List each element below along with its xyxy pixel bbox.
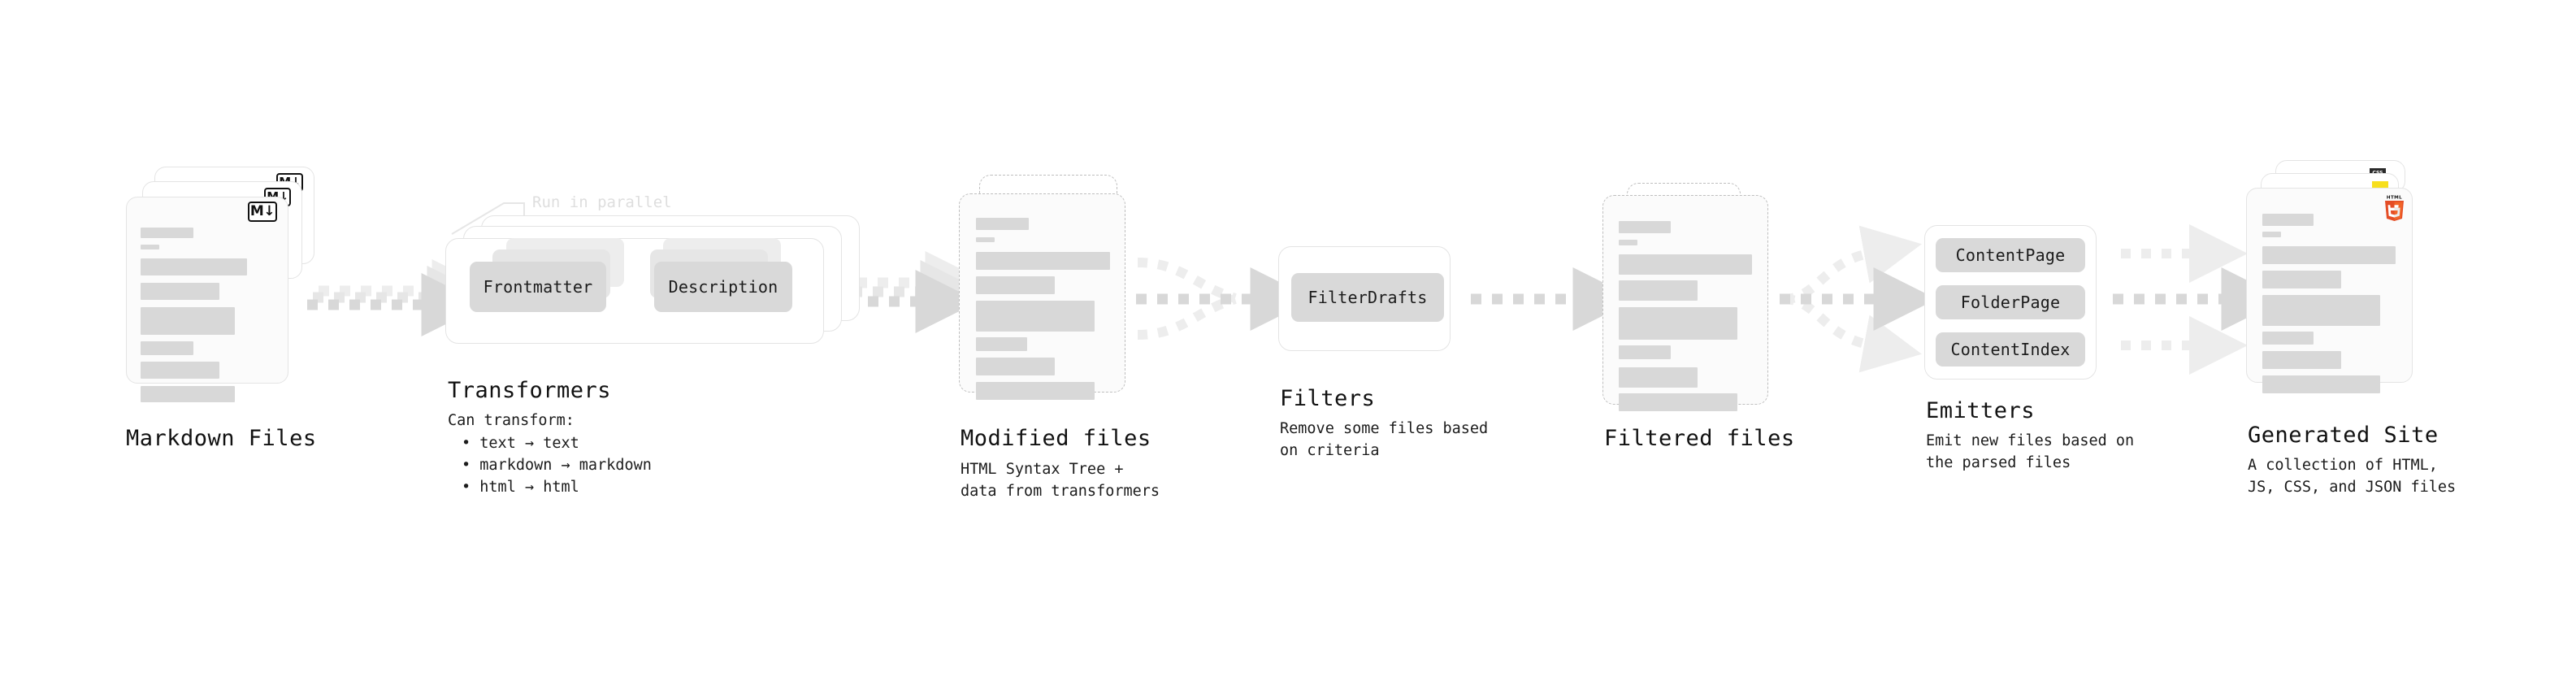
chip-filterdrafts[interactable]: FilterDrafts [1291, 273, 1444, 322]
subtitle-emitters: Emit new files based on the parsed files [1926, 432, 2135, 471]
subtitle-filters: Remove some files based on criteria [1280, 420, 1489, 459]
skeleton-line [976, 337, 1027, 351]
html5-badge: HTML [2385, 196, 2404, 221]
chip-contentindex[interactable]: ContentIndex [1936, 332, 2085, 367]
skeleton-line [141, 245, 159, 249]
chip-description[interactable]: Description [654, 262, 792, 312]
skeleton-line [1619, 393, 1737, 411]
skeleton-line [141, 362, 219, 379]
skeleton-line [976, 358, 1055, 375]
skeleton-line [976, 301, 1095, 332]
connector-emitters-to-site [2113, 224, 2285, 375]
skeleton-line [976, 237, 995, 242]
run-in-parallel-label: Run in parallel [532, 193, 672, 211]
subtitle-transformers: Can transform: [448, 412, 575, 429]
skeleton-line [1619, 221, 1671, 233]
subtitle-modified-files: HTML Syntax Tree + data from transformer… [961, 461, 1160, 500]
title-modified-files: Modified files [961, 426, 1151, 451]
connector-filtered-to-emitters [1780, 225, 1937, 373]
subtitle-generated-site: A collection of HTML, JS, CSS, and JSON … [2248, 457, 2457, 496]
skeleton-line [1619, 280, 1698, 301]
skeleton-line [1619, 240, 1637, 245]
skeleton-line [1619, 367, 1698, 388]
skeleton-line [2262, 332, 2314, 345]
transformers-bullet-2: • markdown → markdown [462, 457, 652, 474]
title-transformers: Transformers [448, 378, 612, 403]
skeleton-line [976, 276, 1055, 294]
chip-contentpage[interactable]: ContentPage [1936, 238, 2085, 272]
chip-folderpage[interactable]: FolderPage [1936, 285, 2085, 319]
skeleton-line [976, 382, 1095, 400]
transformers-bullet-1: • text → text [462, 435, 579, 452]
skeleton-line [141, 228, 193, 238]
title-generated-site: Generated Site [2248, 423, 2439, 448]
skeleton-line [2262, 351, 2341, 369]
skeleton-line [1619, 307, 1737, 340]
skeleton-line [1619, 254, 1752, 275]
connector-markdown-to-transformers [307, 259, 496, 336]
title-filtered-files: Filtered files [1604, 426, 1795, 451]
skeleton-line [2262, 214, 2314, 226]
skeleton-line [2262, 246, 2396, 264]
javascript-badge [2372, 181, 2388, 190]
title-emitters: Emitters [1926, 398, 2036, 423]
skeleton-line [1619, 345, 1671, 359]
skeleton-line [976, 252, 1110, 270]
skeleton-line [976, 218, 1029, 230]
title-markdown-files: Markdown Files [126, 426, 317, 451]
connector-modified-to-filters [1136, 258, 1314, 340]
skeleton-line [141, 341, 193, 355]
markdown-badge: M↓ [248, 202, 277, 222]
chip-frontmatter[interactable]: Frontmatter [470, 262, 606, 312]
svg-text:HTML: HTML [2387, 196, 2402, 201]
skeleton-line [141, 307, 235, 335]
skeleton-line [2262, 375, 2380, 393]
skeleton-line [141, 386, 235, 402]
title-filters: Filters [1280, 386, 1376, 411]
skeleton-line [2262, 271, 2341, 288]
skeleton-line [141, 258, 247, 275]
transformers-bullet-3: • html → html [462, 479, 579, 496]
skeleton-line [2262, 295, 2380, 326]
skeleton-line [2262, 232, 2281, 237]
skeleton-line [141, 283, 219, 300]
